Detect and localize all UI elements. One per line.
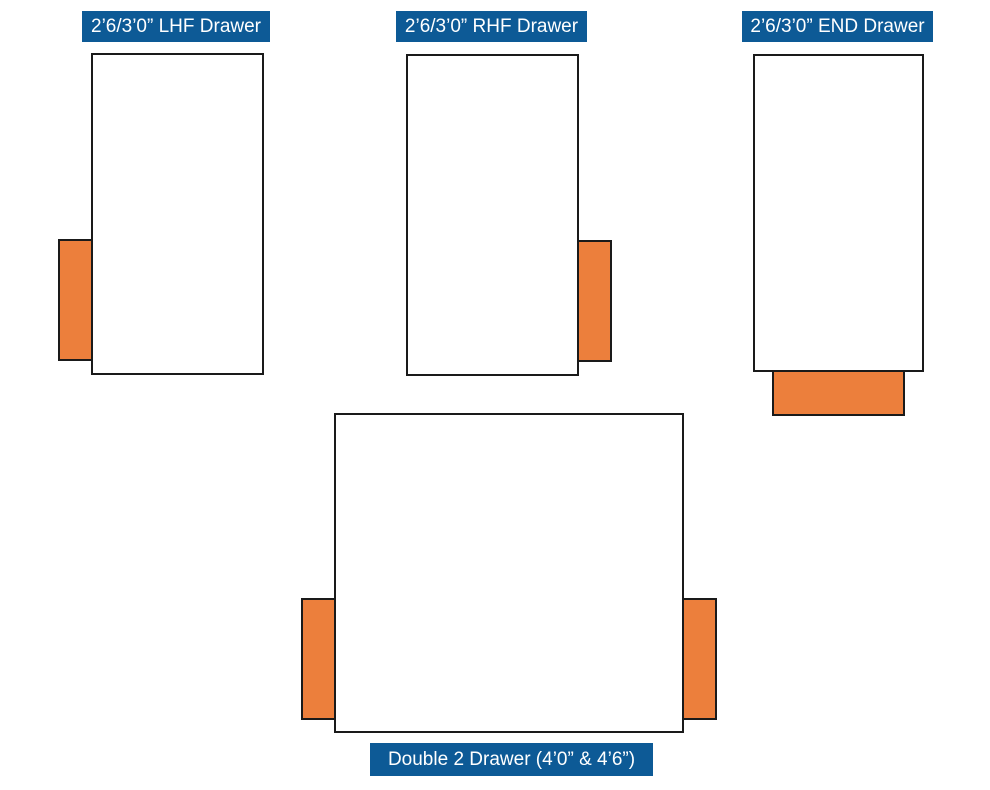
label-lhf-drawer: 2’6/3’0” LHF Drawer [82, 11, 270, 42]
label-rhf-drawer: 2’6/3’0” RHF Drawer [396, 11, 587, 42]
drawer-lhf-left [58, 239, 93, 361]
bed-end [753, 54, 924, 372]
bed-rhf [406, 54, 579, 376]
label-end-drawer: 2’6/3’0” END Drawer [742, 11, 933, 42]
drawer-double-left [301, 598, 336, 720]
drawer-double-right [682, 598, 717, 720]
label-double-drawer: Double 2 Drawer (4’0” & 4’6”) [370, 743, 653, 776]
drawer-end-foot [772, 370, 905, 416]
drawer-rhf-right [577, 240, 612, 362]
bed-double [334, 413, 684, 733]
bed-lhf [91, 53, 264, 375]
